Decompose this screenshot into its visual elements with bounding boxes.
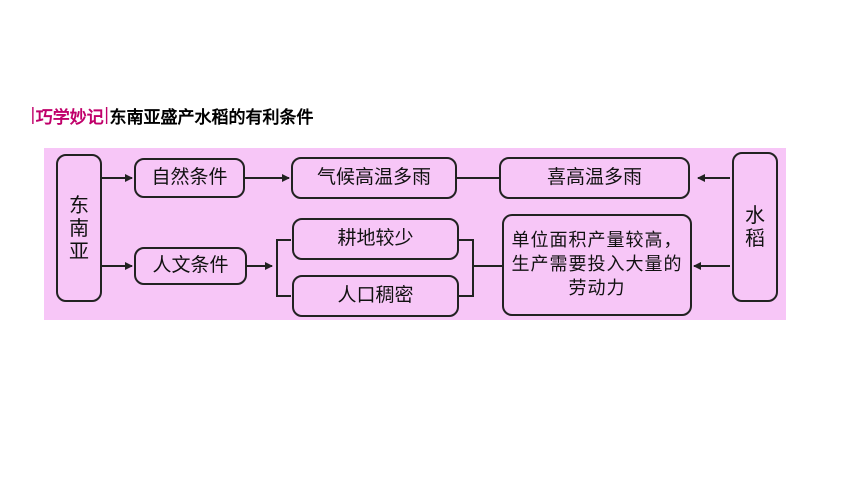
node-limited-farmland: 耕地较少 [292,218,459,260]
right-bracket [459,239,474,297]
node-rice: 水 稻 [732,152,778,302]
tag-left-bar: | [30,105,36,125]
tag-label: 巧学妙记 [35,107,104,128]
node-rice-needs-hot-rainy: 喜高温多雨 [499,157,690,199]
node-natural-conditions: 自然条件 [134,158,245,198]
tag-right-bar: | [103,105,110,125]
node-human-conditions: 人文条件 [134,247,247,285]
connector-lines [102,174,730,297]
diagram-panel: 东 南 亚 自然条件 气候高温多雨 喜高温多雨 水 稻 人文条件 耕地较少 人口… [44,148,786,320]
node-southeast-asia: 东 南 亚 [56,154,102,302]
diagram-title: 东南亚盛产水稻的有利条件 [109,107,314,128]
node-dense-population: 人口稠密 [292,275,459,317]
left-bracket [276,239,291,297]
node-climate-hot-rainy: 气候高温多雨 [291,157,457,199]
heading: | 巧学妙记 | 东南亚盛产水稻的有利条件 [30,103,314,128]
node-high-yield-labor: 单位面积产量较高，生产需要投入大量的劳动力 [502,214,692,316]
